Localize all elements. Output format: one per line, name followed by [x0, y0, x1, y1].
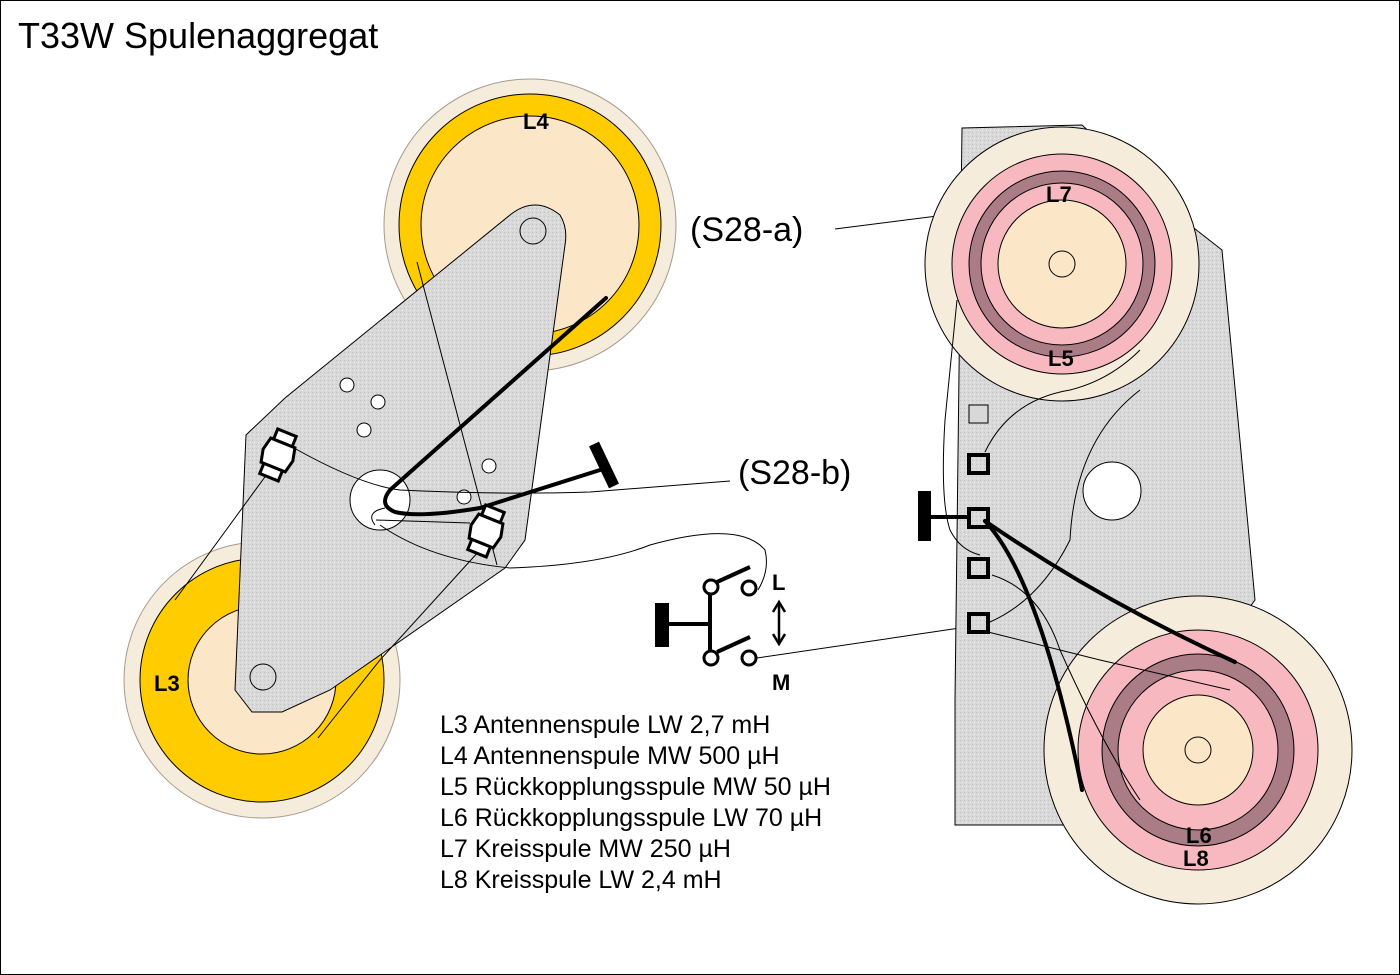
- diagram-title: T33W Spulenaggregat: [18, 15, 378, 56]
- wire: [375, 519, 471, 524]
- connector-left: [257, 427, 299, 483]
- legend-item: L5 Rückkopplungsspule MW 50 µH: [440, 773, 831, 801]
- coil-label-l6: L6: [1186, 823, 1212, 848]
- coil-label-l7: L7: [1046, 182, 1072, 207]
- plate-hole: [356, 422, 372, 438]
- s28b-terminal-bar: [589, 441, 619, 489]
- coil-label-l5: L5: [1048, 346, 1074, 371]
- wire: [987, 631, 1231, 691]
- wire: [942, 299, 981, 556]
- switch-position-m: M: [772, 670, 790, 695]
- wire: [293, 447, 731, 494]
- coil-legend: L3 Antennenspule LW 2,7 mH L4 Antennensp…: [440, 711, 831, 894]
- switch-wire: [983, 519, 1084, 792]
- wire: [984, 349, 1141, 453]
- s28a-terminal-bar: [918, 491, 931, 541]
- plate-hole: [370, 394, 386, 410]
- coil-l7-l5: [924, 126, 1200, 402]
- plate-hole: [456, 489, 472, 505]
- terminal: [967, 453, 990, 475]
- wire: [991, 574, 1141, 801]
- band-switch-symbol: [655, 565, 787, 667]
- callout-s28b: (S28-b): [738, 454, 851, 492]
- plate-hole: [481, 458, 497, 474]
- center-hole-detail: [371, 507, 386, 526]
- legend-item: L6 Rückkopplungsspule LW 70 µH: [440, 804, 822, 832]
- switch-position-l: L: [772, 570, 785, 595]
- plate-hole-large: [1082, 461, 1142, 521]
- legend-item: L4 Antennenspule MW 500 µH: [440, 742, 780, 770]
- legend-item: L7 Kreisspule MW 250 µH: [440, 835, 731, 863]
- coil-l6-l8: [1043, 595, 1353, 905]
- wire: [317, 549, 481, 739]
- switch-wire: [983, 519, 1237, 664]
- plate-hole: [519, 217, 547, 245]
- wire: [174, 469, 271, 601]
- terminal: [967, 612, 990, 634]
- legend-item: L3 Antennenspule LW 2,7 mH: [440, 711, 770, 739]
- terminal: [967, 557, 990, 579]
- wire: [989, 389, 1141, 623]
- callout-s28a: (S28-a): [690, 211, 803, 249]
- left-mounting-plate: [234, 204, 567, 713]
- coil-label-l8: L8: [1183, 846, 1209, 871]
- wire: [756, 624, 981, 659]
- plate-hole: [249, 663, 277, 691]
- terminal: [968, 404, 989, 424]
- coil-label-l3: L3: [154, 671, 180, 696]
- plate-hole: [339, 377, 355, 393]
- legend-item: L8 Kreisspule LW 2,4 mH: [440, 866, 722, 894]
- connector-right: [465, 503, 507, 559]
- switch-wire: [383, 296, 608, 517]
- coil-label-l4: L4: [523, 109, 549, 134]
- wire: [379, 524, 767, 591]
- switch-actuator: [655, 603, 669, 647]
